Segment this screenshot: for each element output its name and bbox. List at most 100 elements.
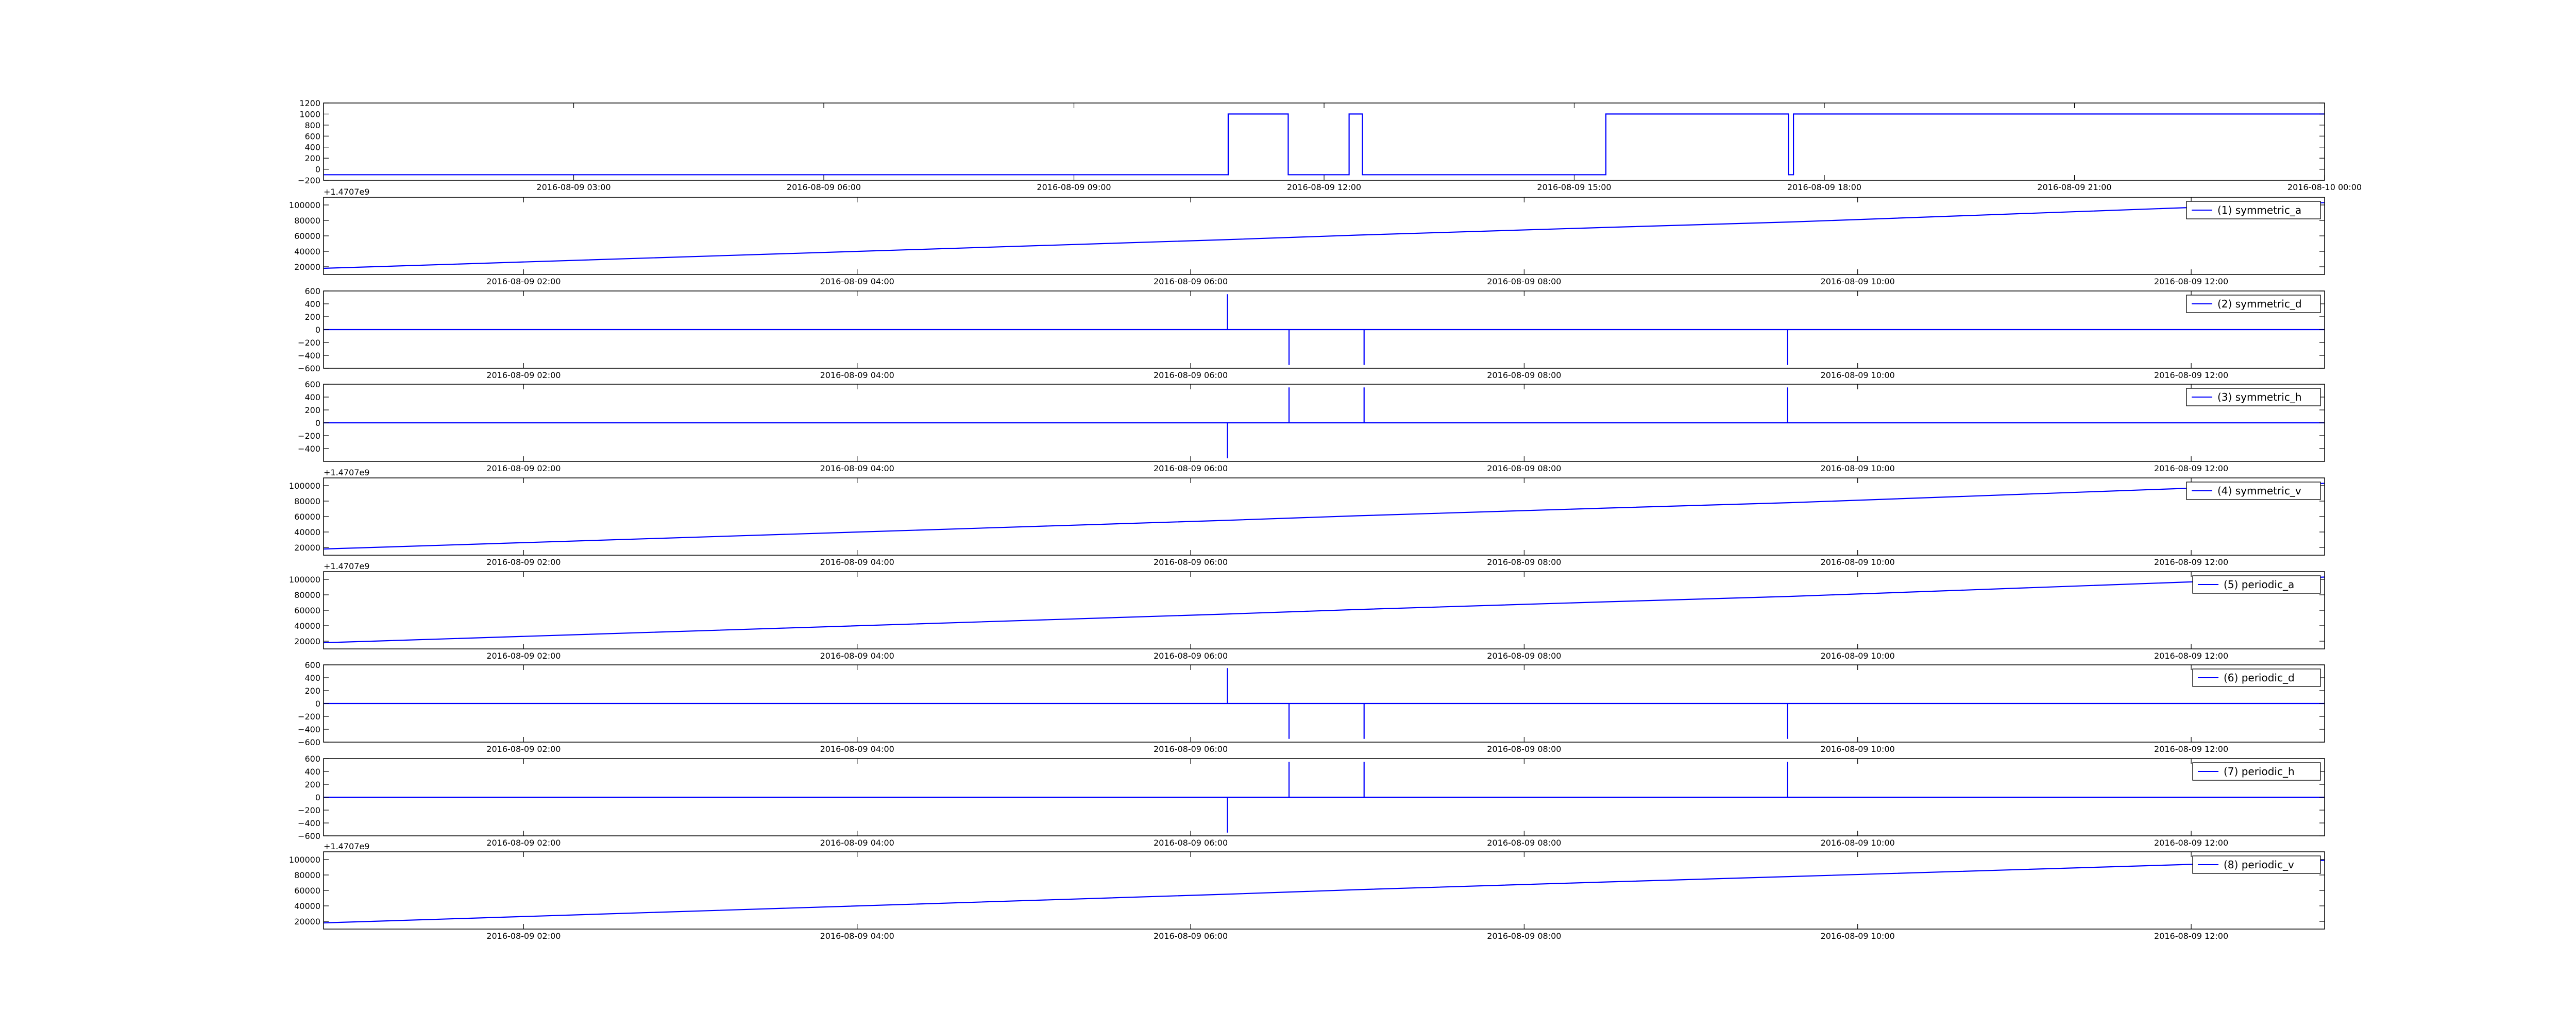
ytick-label: 80000: [294, 496, 320, 506]
xtick-label: 2016-08-09 02:00: [486, 931, 561, 941]
series-line-9-1: [324, 860, 2325, 924]
ytick-label: 20000: [294, 543, 320, 553]
xtick-label: 2016-08-09 02:00: [486, 277, 561, 286]
xtick-label: 2016-08-09 04:00: [820, 557, 894, 567]
xtick-label: 2016-08-09 02:00: [486, 744, 561, 754]
offset-label: +1.4707e9: [324, 187, 369, 197]
legend-3: (2) symmetric_d: [2186, 295, 2321, 313]
legend-8: (7) periodic_h: [2192, 762, 2321, 781]
ytick-label: −400: [298, 818, 320, 828]
series-line-2-1: [324, 202, 2325, 269]
xtick-label: 2016-08-09 12:00: [2154, 464, 2228, 473]
ytick-label: 200: [304, 312, 320, 322]
legend-6: (5) periodic_a: [2192, 575, 2321, 594]
legend-label: (4) symmetric_v: [2217, 485, 2301, 497]
xtick-label: 2016-08-09 10:00: [1821, 651, 1895, 661]
legend-4: (3) symmetric_h: [2186, 388, 2321, 406]
xtick-label: 2016-08-09 02:00: [486, 370, 561, 380]
xtick-label: 2016-08-09 04:00: [820, 370, 894, 380]
ytick-label: 200: [304, 686, 320, 696]
ytick-label: −400: [298, 351, 320, 360]
ytick-label: 80000: [294, 590, 320, 600]
xtick-label: 2016-08-09 06:00: [1154, 277, 1228, 286]
offset-label: +1.4707e9: [324, 842, 369, 851]
series-line-4-1: [324, 387, 2325, 458]
ytick-label: −200: [298, 712, 320, 722]
series-line-1-1: [324, 113, 2325, 176]
xtick-label: 2016-08-09 12:00: [2154, 557, 2228, 567]
ytick-label: −400: [298, 725, 320, 734]
xtick-label: 2016-08-09 10:00: [1821, 838, 1895, 848]
xtick-label: 2016-08-09 08:00: [1487, 838, 1561, 848]
ytick-label: −600: [298, 831, 320, 841]
xtick-label: 2016-08-09 03:00: [536, 182, 611, 192]
legend-label: (2) symmetric_d: [2217, 298, 2302, 310]
xtick-label: 2016-08-09 04:00: [820, 464, 894, 473]
xtick-label: 2016-08-09 06:00: [1154, 370, 1228, 380]
xtick-label: 2016-08-09 10:00: [1821, 370, 1895, 380]
ytick-label: 400: [304, 299, 320, 309]
legend-9: (8) periodic_v: [2192, 855, 2321, 874]
xtick-label: 2016-08-09 04:00: [820, 651, 894, 661]
ytick-label: 40000: [294, 621, 320, 631]
xtick-label: 2016-08-09 08:00: [1487, 651, 1561, 661]
legend-2: (1) symmetric_a: [2186, 201, 2321, 219]
xtick-label: 2016-08-09 02:00: [486, 557, 561, 567]
xtick-label: 2016-08-09 21:00: [2037, 182, 2111, 192]
ytick-label: 200: [304, 405, 320, 415]
xtick-label: 2016-08-09 10:00: [1821, 277, 1895, 286]
ytick-label: 600: [304, 660, 320, 670]
ytick-label: 600: [304, 131, 320, 141]
offset-label: +1.4707e9: [324, 561, 369, 571]
ytick-label: 1000: [299, 109, 320, 119]
xtick-label: 2016-08-09 12:00: [1287, 182, 1361, 192]
ytick-label: 1200: [299, 98, 320, 108]
series-line-7-1: [324, 668, 2325, 739]
legend-label: (7) periodic_h: [2224, 765, 2295, 778]
legend-5: (4) symmetric_v: [2186, 482, 2321, 500]
xtick-label: 2016-08-09 08:00: [1487, 744, 1561, 754]
xtick-label: 2016-08-10 00:00: [2287, 182, 2362, 192]
xtick-label: 2016-08-09 12:00: [2154, 277, 2228, 286]
offset-label: +1.4707e9: [324, 468, 369, 477]
xtick-label: 2016-08-09 12:00: [2154, 370, 2228, 380]
ytick-label: 800: [304, 121, 320, 130]
ytick-label: 60000: [294, 231, 320, 241]
xtick-label: 2016-08-09 08:00: [1487, 931, 1561, 941]
ytick-label: 60000: [294, 886, 320, 896]
ytick-label: 60000: [294, 606, 320, 615]
xtick-label: 2016-08-09 06:00: [1154, 838, 1228, 848]
ytick-label: 400: [304, 143, 320, 152]
xtick-label: 2016-08-09 04:00: [820, 744, 894, 754]
xtick-label: 2016-08-09 10:00: [1821, 464, 1895, 473]
ytick-label: 200: [304, 153, 320, 163]
xtick-label: 2016-08-09 15:00: [1537, 182, 1611, 192]
xtick-label: 2016-08-09 02:00: [486, 464, 561, 473]
ytick-label: 600: [304, 286, 320, 296]
xtick-label: 2016-08-09 04:00: [820, 277, 894, 286]
series-line-8-1: [324, 762, 2325, 833]
xtick-label: 2016-08-09 10:00: [1821, 744, 1895, 754]
legend-label: (6) periodic_d: [2224, 672, 2295, 684]
ytick-label: 200: [304, 780, 320, 789]
ytick-label: −600: [298, 364, 320, 373]
ytick-label: −600: [298, 737, 320, 747]
ytick-label: 20000: [294, 262, 320, 272]
xtick-label: 2016-08-09 12:00: [2154, 931, 2228, 941]
xtick-label: 2016-08-09 06:00: [1154, 744, 1228, 754]
ytick-label: 400: [304, 392, 320, 402]
xtick-label: 2016-08-09 08:00: [1487, 464, 1561, 473]
ytick-label: −200: [298, 805, 320, 815]
legend-label: (3) symmetric_h: [2217, 391, 2302, 403]
ytick-label: 100000: [289, 855, 320, 865]
ytick-label: 0: [315, 699, 320, 709]
xtick-label: 2016-08-09 10:00: [1821, 557, 1895, 567]
xtick-label: 2016-08-09 08:00: [1487, 557, 1561, 567]
